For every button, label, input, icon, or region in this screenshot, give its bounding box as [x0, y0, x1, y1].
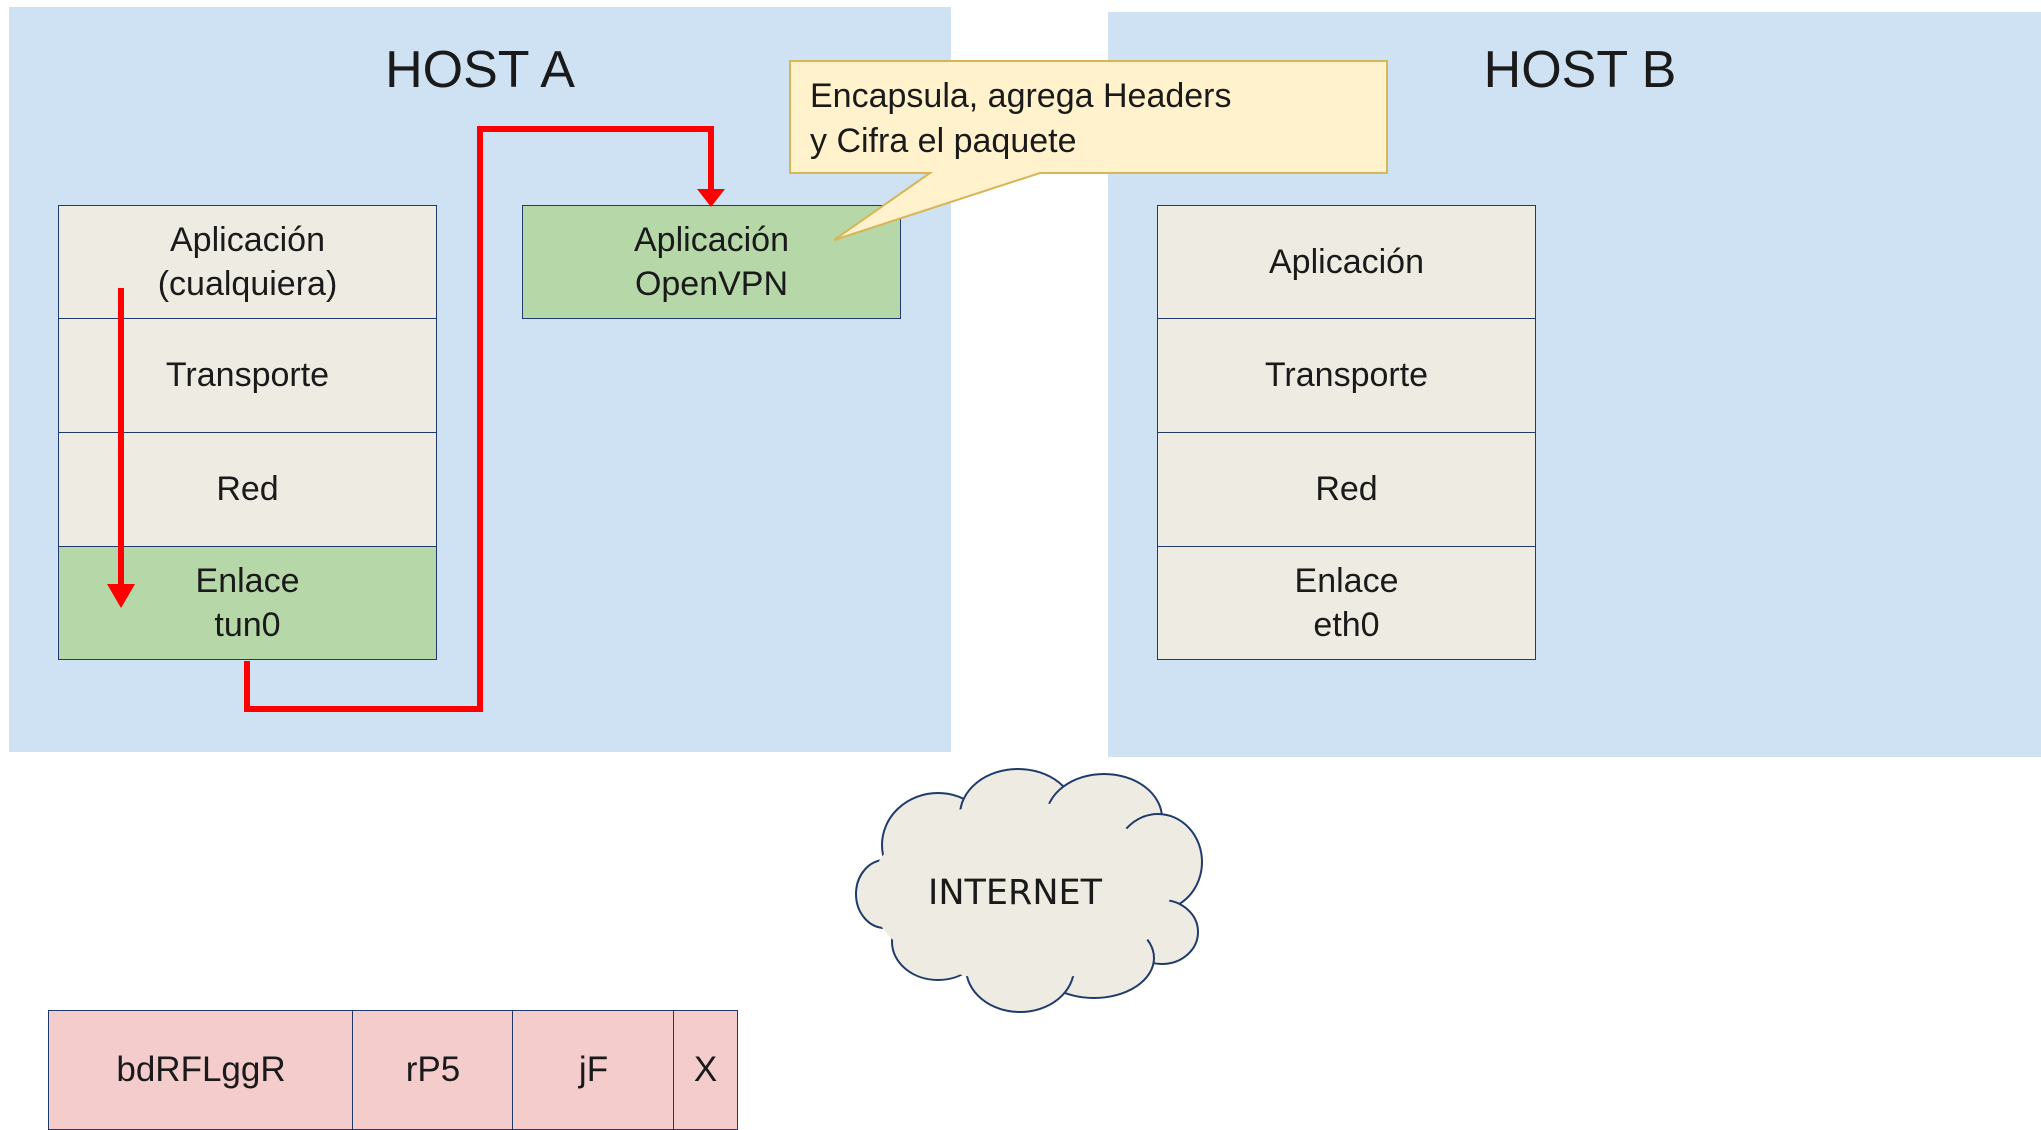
packet-field: X	[673, 1010, 738, 1130]
callout-line: y Cifra el paquete	[810, 121, 1077, 160]
layer-sublabel: tun0	[214, 606, 281, 644]
layer-label: Aplicación	[634, 220, 789, 259]
callout-bubble	[789, 60, 1388, 241]
callout-line: Encapsula, agrega Headers	[810, 77, 1232, 115]
layer-label: Aplicación	[1269, 242, 1424, 281]
layer-label: Red	[216, 470, 279, 509]
host-a-title: HOST A	[385, 41, 575, 99]
host-b-layer-aplicacion: Aplicación	[1157, 205, 1536, 319]
layer-label: Red	[1315, 470, 1378, 509]
packet-field: rP5	[352, 1010, 514, 1130]
tun-to-openvpn-arrowhead	[697, 189, 725, 207]
layer-sublabel: (cualquiera)	[157, 265, 338, 303]
layer-sublabel: OpenVPN	[634, 265, 789, 303]
internet-label: INTERNET	[928, 873, 1102, 913]
packet-field: bdRFLggR	[48, 1010, 354, 1130]
layer-label: Transporte	[1264, 356, 1429, 395]
tun-to-openvpn-arrow	[244, 126, 714, 712]
host-b-layer-red: Red	[1157, 432, 1536, 547]
packet-field: jF	[512, 1010, 675, 1130]
layer-sublabel: eth0	[1313, 606, 1380, 644]
host-b-layer-enlace-eth0: Enlace eth0	[1157, 546, 1536, 660]
layer-label: Transporte	[165, 356, 330, 395]
layer-label: Aplicación	[170, 220, 325, 259]
layer-label: Enlace	[1294, 561, 1399, 600]
internet-cloud-fill	[870, 802, 1170, 982]
host-b-layer-transporte: Transporte	[1157, 318, 1536, 433]
layer-label: Enlace	[195, 561, 300, 600]
callout-text: Encapsula, agrega Headers y Cifra el paq…	[810, 74, 1232, 164]
stack-flow-arrowhead	[107, 584, 135, 608]
host-b-title: HOST B	[1483, 41, 1677, 99]
